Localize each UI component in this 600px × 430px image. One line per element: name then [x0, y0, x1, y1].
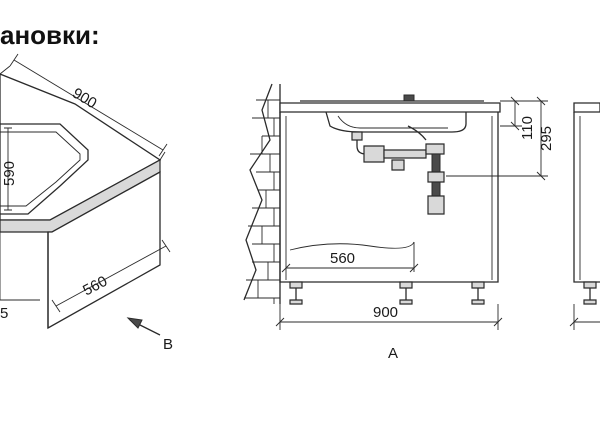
brick-wall-pattern [244, 99, 280, 304]
dim-line-560-left [55, 245, 167, 307]
dim-label-295: 295 [538, 126, 555, 151]
side-leg-top [583, 281, 597, 289]
dim-ticks-590 [4, 127, 12, 211]
dim-ticks-900-left [9, 53, 168, 157]
cabinet-legs [289, 281, 485, 305]
view-marker-b: B [163, 336, 173, 353]
trap-bottle [391, 159, 405, 171]
side-dim-line [573, 304, 600, 330]
side-countertop [573, 102, 600, 113]
drain-outlet [351, 131, 363, 141]
break-line [289, 241, 415, 251]
sink-bowl [325, 111, 467, 133]
dim-ticks-295 [536, 96, 546, 181]
dim-label-590: 590 [1, 161, 18, 186]
countertop-front [279, 102, 501, 113]
dim-line-900-left [13, 59, 164, 151]
dim-ticks-900 [275, 317, 503, 327]
cabinet-inner-walls [285, 116, 493, 280]
view-marker-a: A [388, 345, 398, 362]
dim-label-110: 110 [519, 116, 536, 140]
view-arrow-b-head [126, 317, 143, 329]
dim-ticks-560-inner [281, 263, 419, 273]
dim-label-cut: 5 [0, 305, 8, 322]
wall-break-line [243, 83, 273, 301]
drain-joint [427, 171, 445, 183]
tap-icon [403, 94, 415, 102]
drain-socket [427, 195, 445, 215]
front-view: 110 295 560 900 A [243, 83, 555, 362]
dim-ticks-560-left [51, 239, 171, 313]
drain-connector [425, 143, 445, 155]
drain-pipe-horizontal [383, 149, 427, 159]
sink-basin-outline [0, 123, 89, 215]
side-view-partial [569, 102, 600, 330]
dim-label-560-inner: 560 [330, 250, 355, 267]
side-dim-tick [569, 317, 579, 327]
sink-bowl-inner [337, 115, 448, 129]
cabinet-body [279, 112, 499, 283]
dim-label-900: 900 [373, 304, 398, 321]
dim-ext-900-left [0, 65, 166, 161]
side-cabinet-body [573, 112, 600, 283]
perspective-view: 900 590 560 5 B [0, 53, 173, 353]
dim-ext-295 [446, 100, 548, 177]
side-leg-foot [583, 299, 597, 305]
trap-body [363, 145, 385, 163]
overflow-hose [407, 125, 427, 141]
section-heading: ановки: [0, 20, 100, 50]
dim-ext-900 [279, 304, 499, 330]
sink-basin-inner [0, 131, 81, 207]
